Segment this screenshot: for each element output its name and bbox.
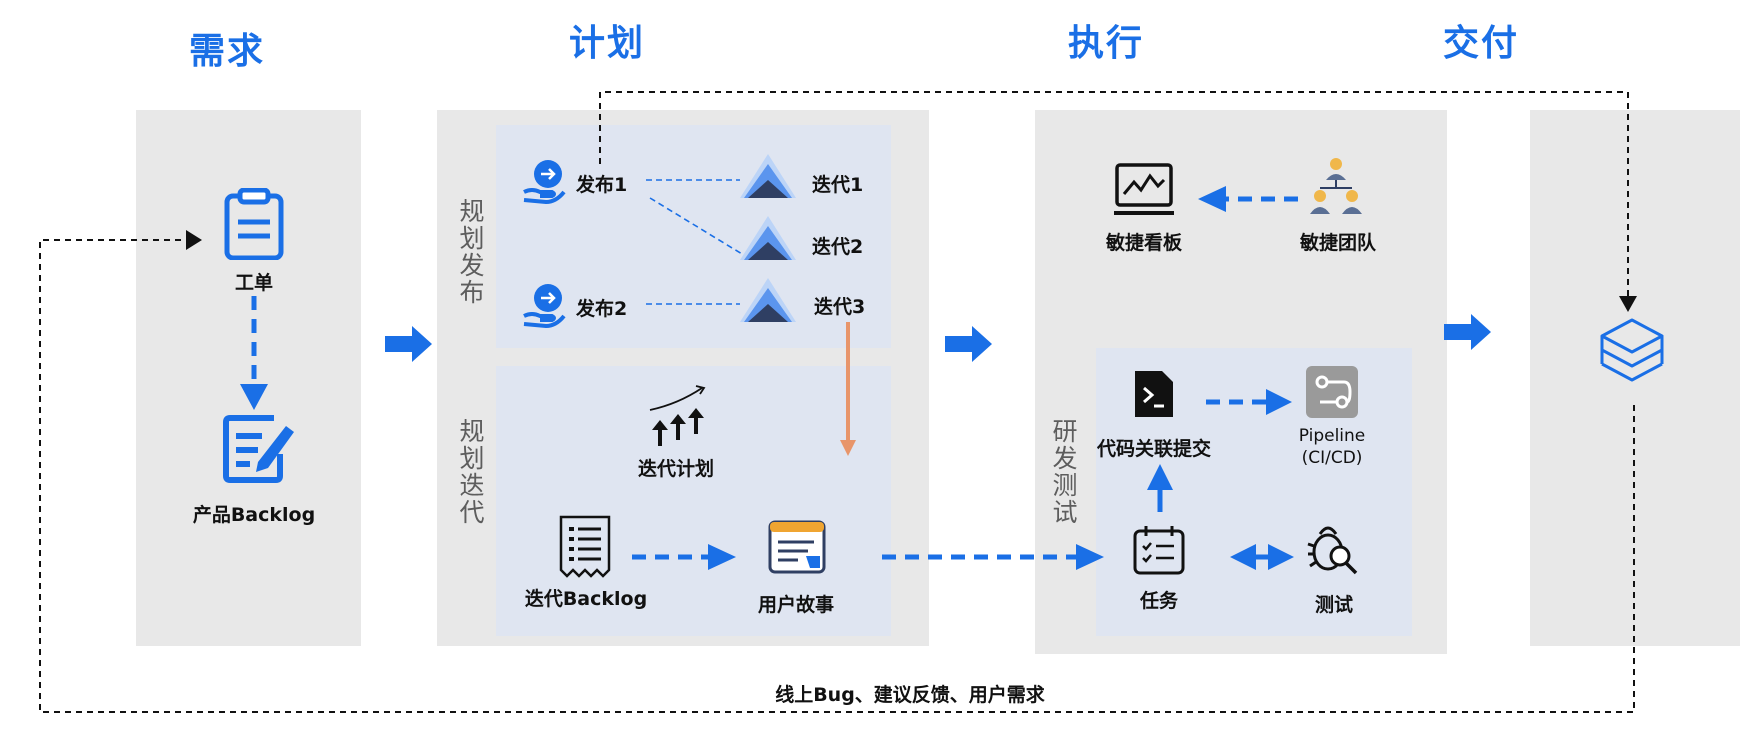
agile-board-label: 敏捷看板 bbox=[1105, 232, 1183, 254]
stage-title-execute: 执行 bbox=[1067, 23, 1144, 64]
feedback-loop-line bbox=[39, 239, 1635, 713]
release-to-deliver-arrowhead bbox=[1619, 296, 1637, 312]
document-edit-icon bbox=[222, 412, 298, 488]
mountain-layers-icon bbox=[740, 216, 796, 266]
bug-search-icon bbox=[1306, 522, 1362, 582]
monitor-chart-icon bbox=[1114, 162, 1174, 222]
stage-arrow-execute-deliver bbox=[1444, 314, 1491, 350]
iteration-planning-label: 规划迭代 bbox=[459, 417, 485, 527]
pipeline-sub-label: (CI/CD) bbox=[1301, 448, 1363, 468]
iteration1-label: 迭代1 bbox=[812, 174, 864, 196]
iteration-planning-panel bbox=[496, 366, 891, 636]
release-hand-icon bbox=[522, 282, 568, 332]
clipboard-icon bbox=[222, 187, 286, 264]
feedback-caption: 线上Bug、建议反馈、用户需求 bbox=[775, 684, 1045, 706]
test-label: 测试 bbox=[1314, 594, 1354, 616]
rd-test-label: 研发测试 bbox=[1052, 417, 1078, 527]
task-test-bidirectional-arrow bbox=[1230, 544, 1294, 570]
pipeline-label: Pipeline bbox=[1298, 426, 1366, 446]
demand-flow-arrow bbox=[240, 296, 268, 410]
receipt-list-icon bbox=[558, 514, 612, 582]
calendar-checklist-icon bbox=[1132, 524, 1186, 580]
release-iteration-links bbox=[646, 179, 743, 305]
backlog-to-story-arrow bbox=[632, 544, 736, 570]
iteration-plan-label: 迭代计划 bbox=[637, 458, 715, 480]
stage-arrow-plan-execute bbox=[945, 326, 992, 362]
release-hand-icon bbox=[522, 158, 568, 208]
commit-to-pipeline-arrow bbox=[1206, 389, 1292, 415]
release2-label: 发布2 bbox=[576, 298, 628, 320]
iteration3-label: 迭代3 bbox=[814, 296, 866, 318]
mountain-layers-icon bbox=[740, 278, 796, 328]
agile-team-label: 敏捷团队 bbox=[1299, 232, 1377, 254]
stage-title-deliver: 交付 bbox=[1442, 23, 1519, 64]
layers-stack-icon bbox=[1598, 316, 1666, 392]
stage-title-demand: 需求 bbox=[188, 31, 265, 72]
task-to-commit-arrow bbox=[1147, 464, 1173, 512]
pipeline-icon bbox=[1306, 366, 1358, 422]
task-label: 任务 bbox=[1139, 590, 1179, 612]
trend-arrows-icon bbox=[648, 384, 710, 450]
product-backlog-label: 产品Backlog bbox=[192, 504, 316, 526]
iteration3-down-arrow bbox=[840, 322, 856, 456]
mountain-layers-icon bbox=[740, 154, 796, 204]
team-to-board-arrow bbox=[1198, 186, 1298, 212]
feedback-loop-arrowhead bbox=[186, 230, 202, 250]
iteration2-label: 迭代2 bbox=[812, 236, 864, 258]
team-hierarchy-icon bbox=[1306, 156, 1366, 220]
iteration-backlog-label: 迭代Backlog bbox=[524, 588, 648, 610]
story-to-task-arrow bbox=[882, 544, 1104, 570]
terminal-file-icon bbox=[1132, 368, 1176, 424]
release-to-deliver-line bbox=[599, 91, 1629, 296]
release-planning-label: 规划发布 bbox=[459, 197, 485, 307]
user-story-label: 用户故事 bbox=[757, 594, 835, 616]
work-order-label: 工单 bbox=[234, 272, 274, 294]
release1-label: 发布1 bbox=[576, 174, 628, 196]
code-commit-label: 代码关联提交 bbox=[1096, 438, 1212, 460]
story-card-icon bbox=[768, 520, 826, 578]
release-planning-panel bbox=[496, 125, 891, 348]
stage-title-plan: 计划 bbox=[568, 23, 645, 64]
stage-arrow-demand-plan bbox=[385, 326, 432, 362]
